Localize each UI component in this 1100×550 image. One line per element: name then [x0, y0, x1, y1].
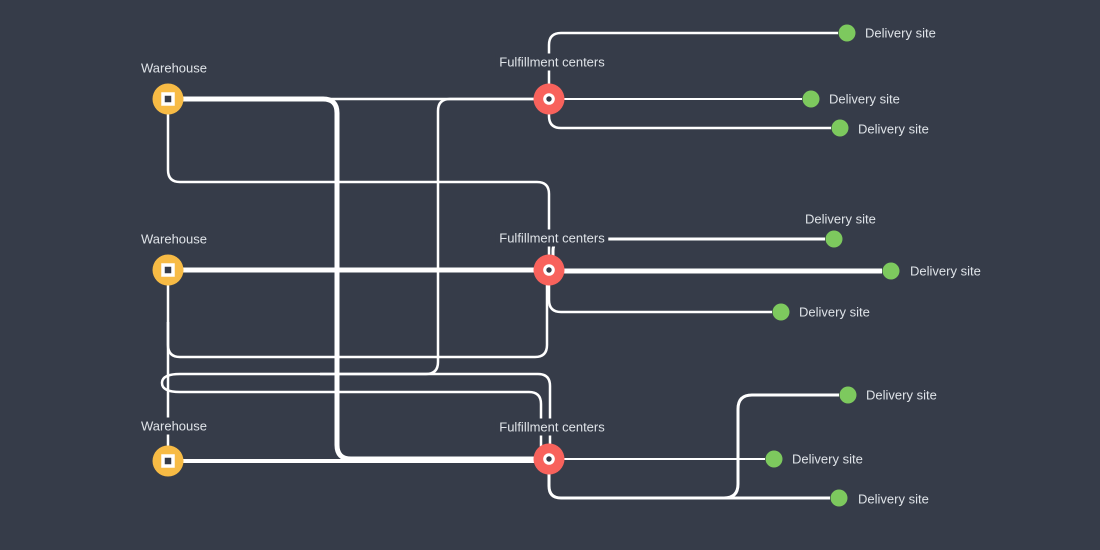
warehouse-node-w1[interactable]	[152, 83, 184, 115]
fulfillment-label-f2: Fulfillment centers	[495, 229, 609, 247]
fulfillment-node-f3[interactable]	[533, 443, 565, 475]
link-f3-d7	[600, 393, 839, 500]
delivery-node-d2[interactable]	[802, 90, 820, 108]
fulfillment-label-f1: Fulfillment centers	[495, 53, 609, 71]
delivery-label-d3: Delivery site	[854, 120, 933, 138]
fulfillment-label-f3: Fulfillment centers	[495, 418, 609, 436]
delivery-label-d2: Delivery site	[825, 90, 904, 108]
link-f1-f3	[160, 97, 549, 450]
delivery-node-d8[interactable]	[765, 450, 783, 468]
link-w1-f2	[166, 107, 551, 262]
delivery-label-d9: Delivery site	[854, 490, 933, 508]
delivery-label-d5: Delivery site	[906, 262, 985, 280]
warehouse-node-w3[interactable]	[152, 445, 184, 477]
delivery-node-d1[interactable]	[838, 24, 856, 42]
link-f1-d1	[547, 31, 838, 91]
delivery-node-d6[interactable]	[772, 303, 790, 321]
delivery-node-d7[interactable]	[839, 386, 857, 404]
delivery-label-d1: Delivery site	[861, 24, 940, 42]
link-w2-f2	[166, 280, 549, 359]
warehouse-label-w2: Warehouse	[137, 230, 211, 248]
delivery-label-d8: Delivery site	[788, 450, 867, 468]
delivery-label-d6: Delivery site	[795, 303, 874, 321]
delivery-label-d7: Delivery site	[862, 386, 941, 404]
fulfillment-node-f1[interactable]	[533, 83, 565, 115]
warehouse-label-w1: Warehouse	[137, 59, 211, 77]
fulfillment-node-f2[interactable]	[533, 254, 565, 286]
link-f3-d9	[547, 467, 830, 500]
link-w1-f3	[168, 96, 549, 462]
delivery-node-d9[interactable]	[830, 489, 848, 507]
delivery-node-d4[interactable]	[825, 230, 843, 248]
delivery-label-d4: Delivery site	[801, 210, 880, 228]
link-f2-d6	[547, 278, 772, 314]
link-f1-d3	[547, 107, 831, 130]
delivery-node-d3[interactable]	[831, 119, 849, 137]
warehouse-label-w3: Warehouse	[137, 417, 211, 435]
link-w3-f3	[320, 372, 552, 444]
warehouse-node-w2[interactable]	[152, 254, 184, 286]
delivery-node-d5[interactable]	[882, 262, 900, 280]
